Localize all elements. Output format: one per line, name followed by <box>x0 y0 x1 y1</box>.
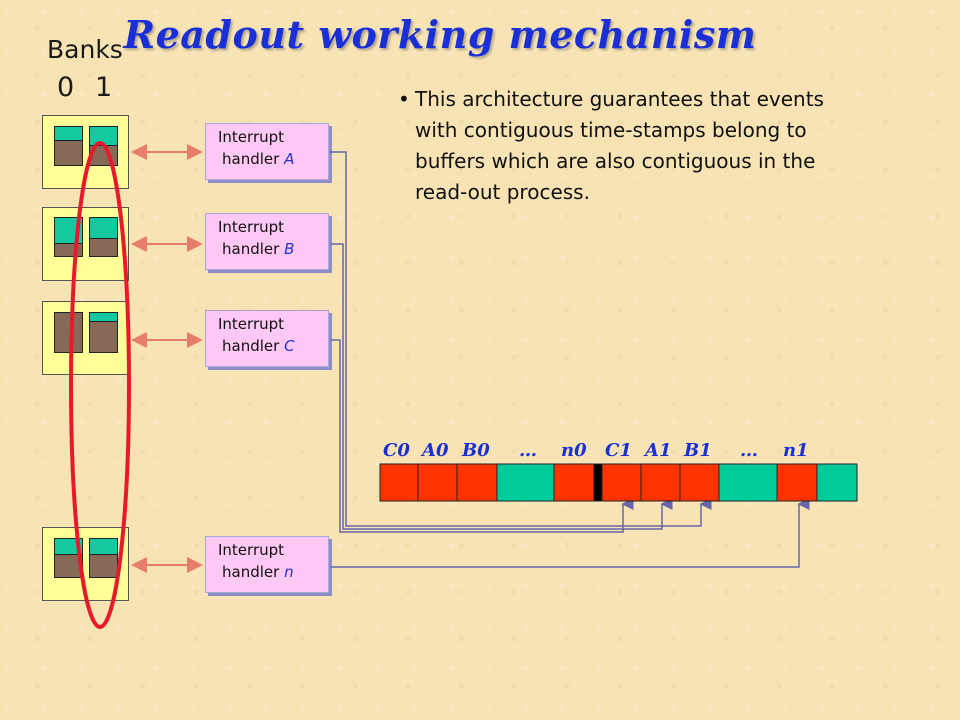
buffer-label-ellipsis-0: … <box>519 440 537 461</box>
handler-line1: Interrupt <box>218 218 285 236</box>
bullet-line: This architecture guarantees that events <box>415 87 824 111</box>
buffer-seg-n1 <box>776 463 818 502</box>
buffer-seg-gap-1 <box>718 463 778 502</box>
buffer-label-ellipsis-1: … <box>740 440 758 461</box>
buffer-label-b0: B0 <box>462 440 490 461</box>
buffer-label-n1: n1 <box>783 440 809 461</box>
buffer-label-a0: A0 <box>422 440 449 461</box>
interrupt-handler-b: Interrupt handler B <box>205 213 329 270</box>
bank-number-0: 0 <box>57 72 75 103</box>
buffer-seg-gap-0 <box>496 463 555 502</box>
handler-line2: handler <box>222 150 280 168</box>
bank-box-c <box>42 301 129 375</box>
buffer-seg-b1 <box>679 463 720 502</box>
buffer-label-c0: C0 <box>383 440 410 461</box>
memory-bank-1 <box>89 312 118 353</box>
memory-bank-0 <box>54 126 83 166</box>
handler-line1: Interrupt <box>218 541 285 559</box>
memory-bank-0 <box>54 312 83 353</box>
memory-bank-1 <box>89 217 118 257</box>
memory-bank-1 <box>89 538 118 578</box>
handler-letter: B <box>284 240 295 258</box>
interrupt-handler-a: Interrupt handler A <box>205 123 329 180</box>
bullet-dot-icon: • <box>398 87 410 111</box>
interrupt-handler-n: Interrupt handler n <box>205 536 329 593</box>
buffer-seg-c1 <box>601 463 642 502</box>
buffer-seg-tail <box>816 463 858 502</box>
buffer-seg-c0 <box>379 463 419 502</box>
handler-line2: handler <box>222 240 280 258</box>
bank-number-1: 1 <box>95 72 113 103</box>
handler-letter: A <box>284 150 295 168</box>
handler-line1: Interrupt <box>218 128 285 146</box>
route-c <box>330 339 634 533</box>
route-n <box>330 498 810 568</box>
bank1-highlight-ellipse <box>69 141 131 629</box>
handler-line1: Interrupt <box>218 315 285 333</box>
readout-buffer <box>379 463 858 502</box>
banks-label: Banks <box>47 35 123 64</box>
buffer-label-c1: C1 <box>605 440 632 461</box>
routing-lines <box>330 151 810 568</box>
buffer-label-n0: n0 <box>561 440 587 461</box>
buffer-seg-a0 <box>417 463 458 502</box>
buffer-label-b1: B1 <box>684 440 712 461</box>
buffer-divider <box>593 463 603 502</box>
bullet-line: with contiguous time-stamps belong to <box>415 118 807 142</box>
buffer-label-a1: A1 <box>645 440 672 461</box>
route-a <box>330 151 712 527</box>
handler-line2: handler <box>222 337 280 355</box>
buffer-seg-a1 <box>640 463 681 502</box>
interrupt-handler-c: Interrupt handler C <box>205 310 329 367</box>
handler-letter: n <box>284 563 294 581</box>
handler-letter: C <box>284 337 295 355</box>
bullet-line: buffers which are also contiguous in the <box>415 149 816 173</box>
buffer-seg-n0 <box>553 463 595 502</box>
page-title: Readout working mechanism <box>123 12 757 57</box>
bullet-point: • This architecture guarantees that even… <box>393 84 953 208</box>
route-b <box>330 243 673 530</box>
bullet-line: read-out process. <box>415 180 590 204</box>
bank-handler-connectors <box>131 144 203 573</box>
handler-line2: handler <box>222 563 280 581</box>
buffer-seg-b0 <box>456 463 498 502</box>
